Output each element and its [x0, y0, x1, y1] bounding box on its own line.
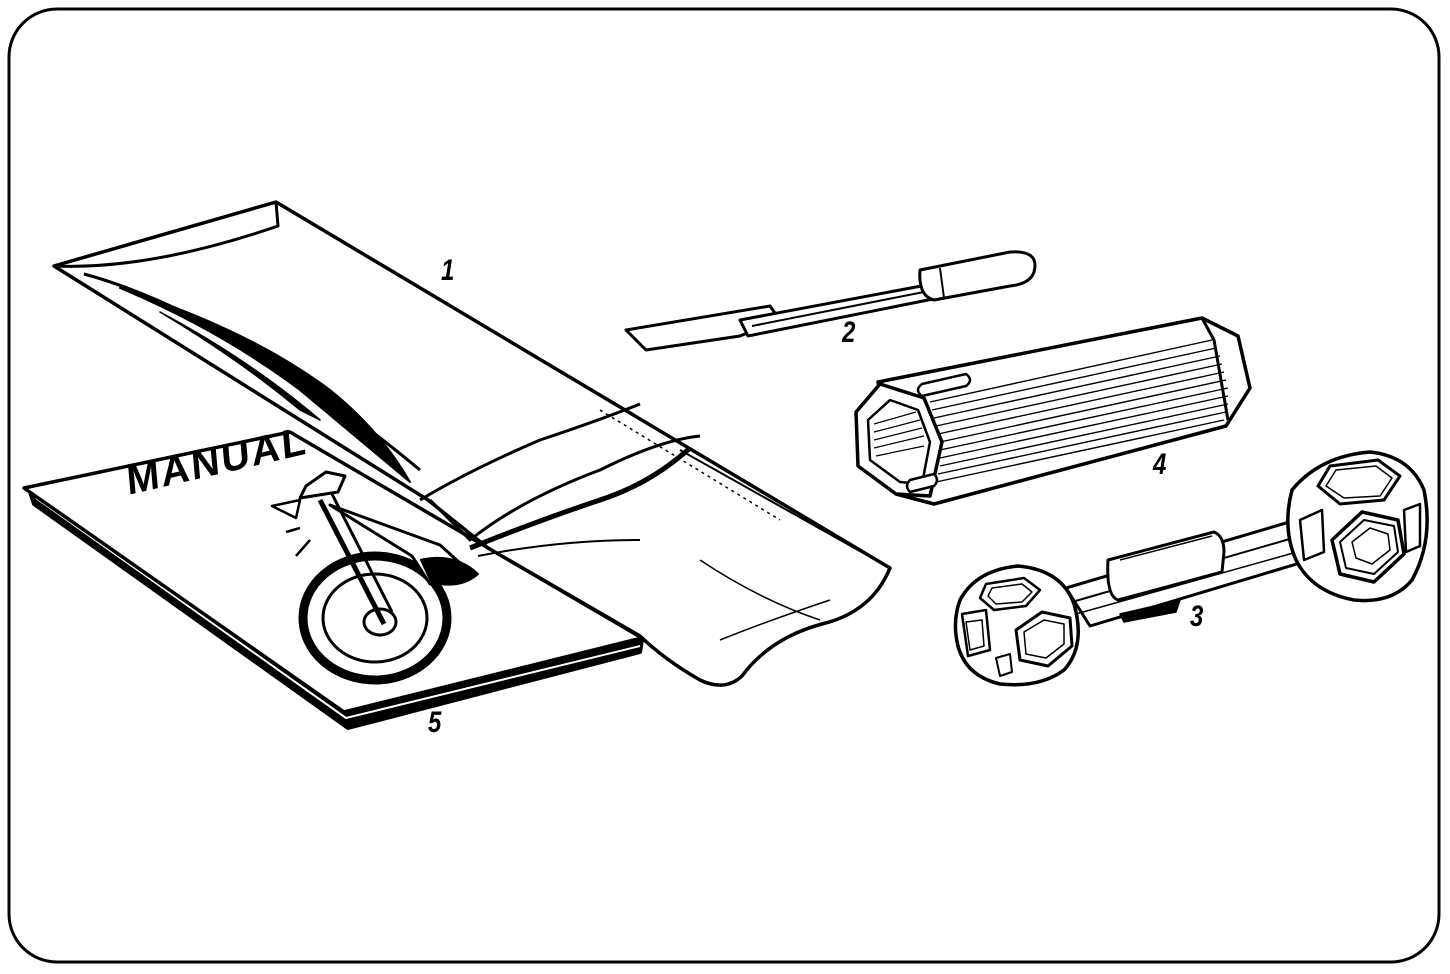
small-socket-head — [953, 564, 1080, 687]
callout-5: 5 — [428, 706, 442, 739]
tool-pouch — [52, 200, 892, 687]
motorcycle-cover-art — [270, 470, 479, 685]
callout-2: 2 — [842, 316, 856, 349]
hex-bore-lines — [873, 411, 925, 457]
callout-3: 3 — [1190, 600, 1204, 633]
large-socket-head — [1286, 450, 1429, 603]
screwdriver — [624, 250, 1037, 352]
callout-4: 4 — [1153, 448, 1167, 481]
multi-socket-spanner — [953, 450, 1429, 687]
hex-socket-tube — [854, 316, 1252, 506]
callout-1: 1 — [441, 254, 455, 287]
tube-ribbing — [929, 339, 1229, 483]
owners-manual: MANUAL — [22, 417, 644, 730]
